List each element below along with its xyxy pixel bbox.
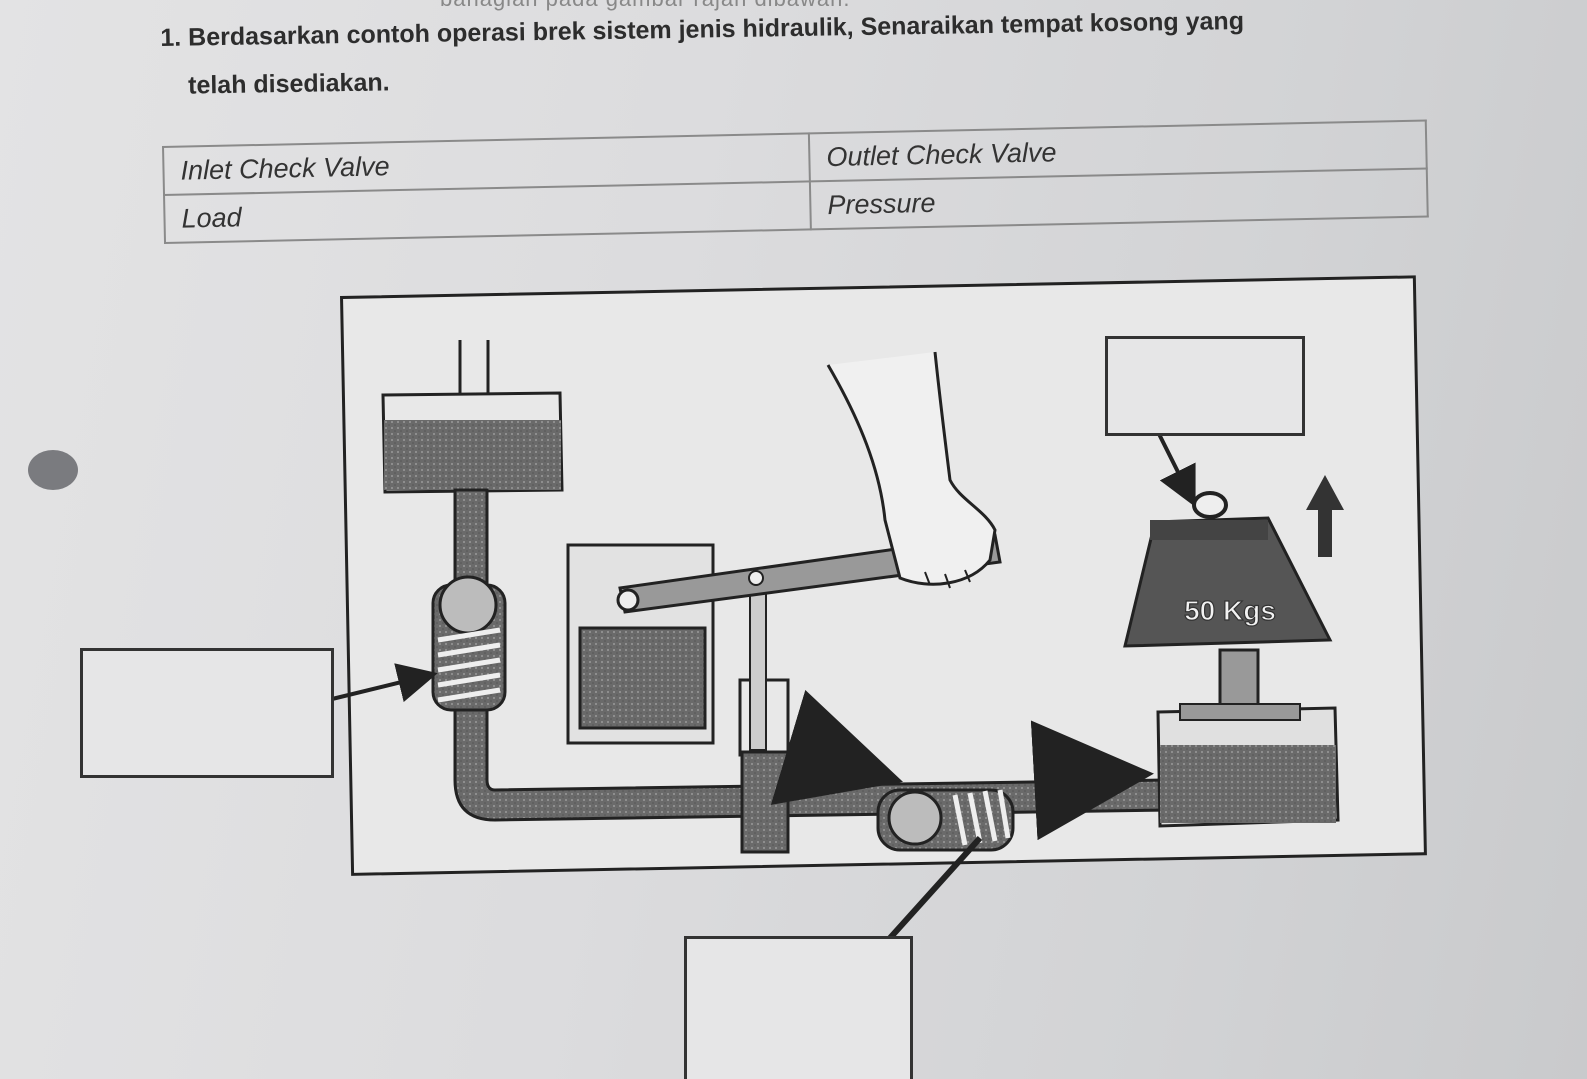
fluid-flow-arrow	[1030, 720, 1154, 841]
weight-load: 50 Kgs	[1123, 491, 1333, 648]
weight-label: 50 Kgs	[1184, 595, 1276, 626]
answer-box-left[interactable]	[80, 648, 334, 778]
pointer-line-bottom	[887, 835, 983, 941]
fluid-pipes	[453, 488, 1172, 822]
binder-hole	[28, 450, 78, 490]
pump-piston	[738, 579, 790, 854]
pump-housing	[566, 543, 715, 745]
header-fragment: bahagian pada gambar rajah dibawah.	[440, 0, 851, 12]
load-cylinder	[1156, 648, 1340, 828]
reservoir	[381, 340, 564, 494]
load-up-arrow	[1306, 475, 1344, 557]
lever-motion-arrow	[770, 689, 903, 805]
answer-box-bottom[interactable]	[684, 936, 913, 1079]
pointer-line-top-right	[1156, 431, 1196, 508]
inlet-check-valve	[431, 575, 507, 712]
answer-box-top-right[interactable]	[1105, 336, 1305, 436]
outlet-check-valve	[876, 788, 1015, 852]
hand-illustration	[826, 351, 997, 589]
pointer-line-left	[327, 663, 438, 703]
